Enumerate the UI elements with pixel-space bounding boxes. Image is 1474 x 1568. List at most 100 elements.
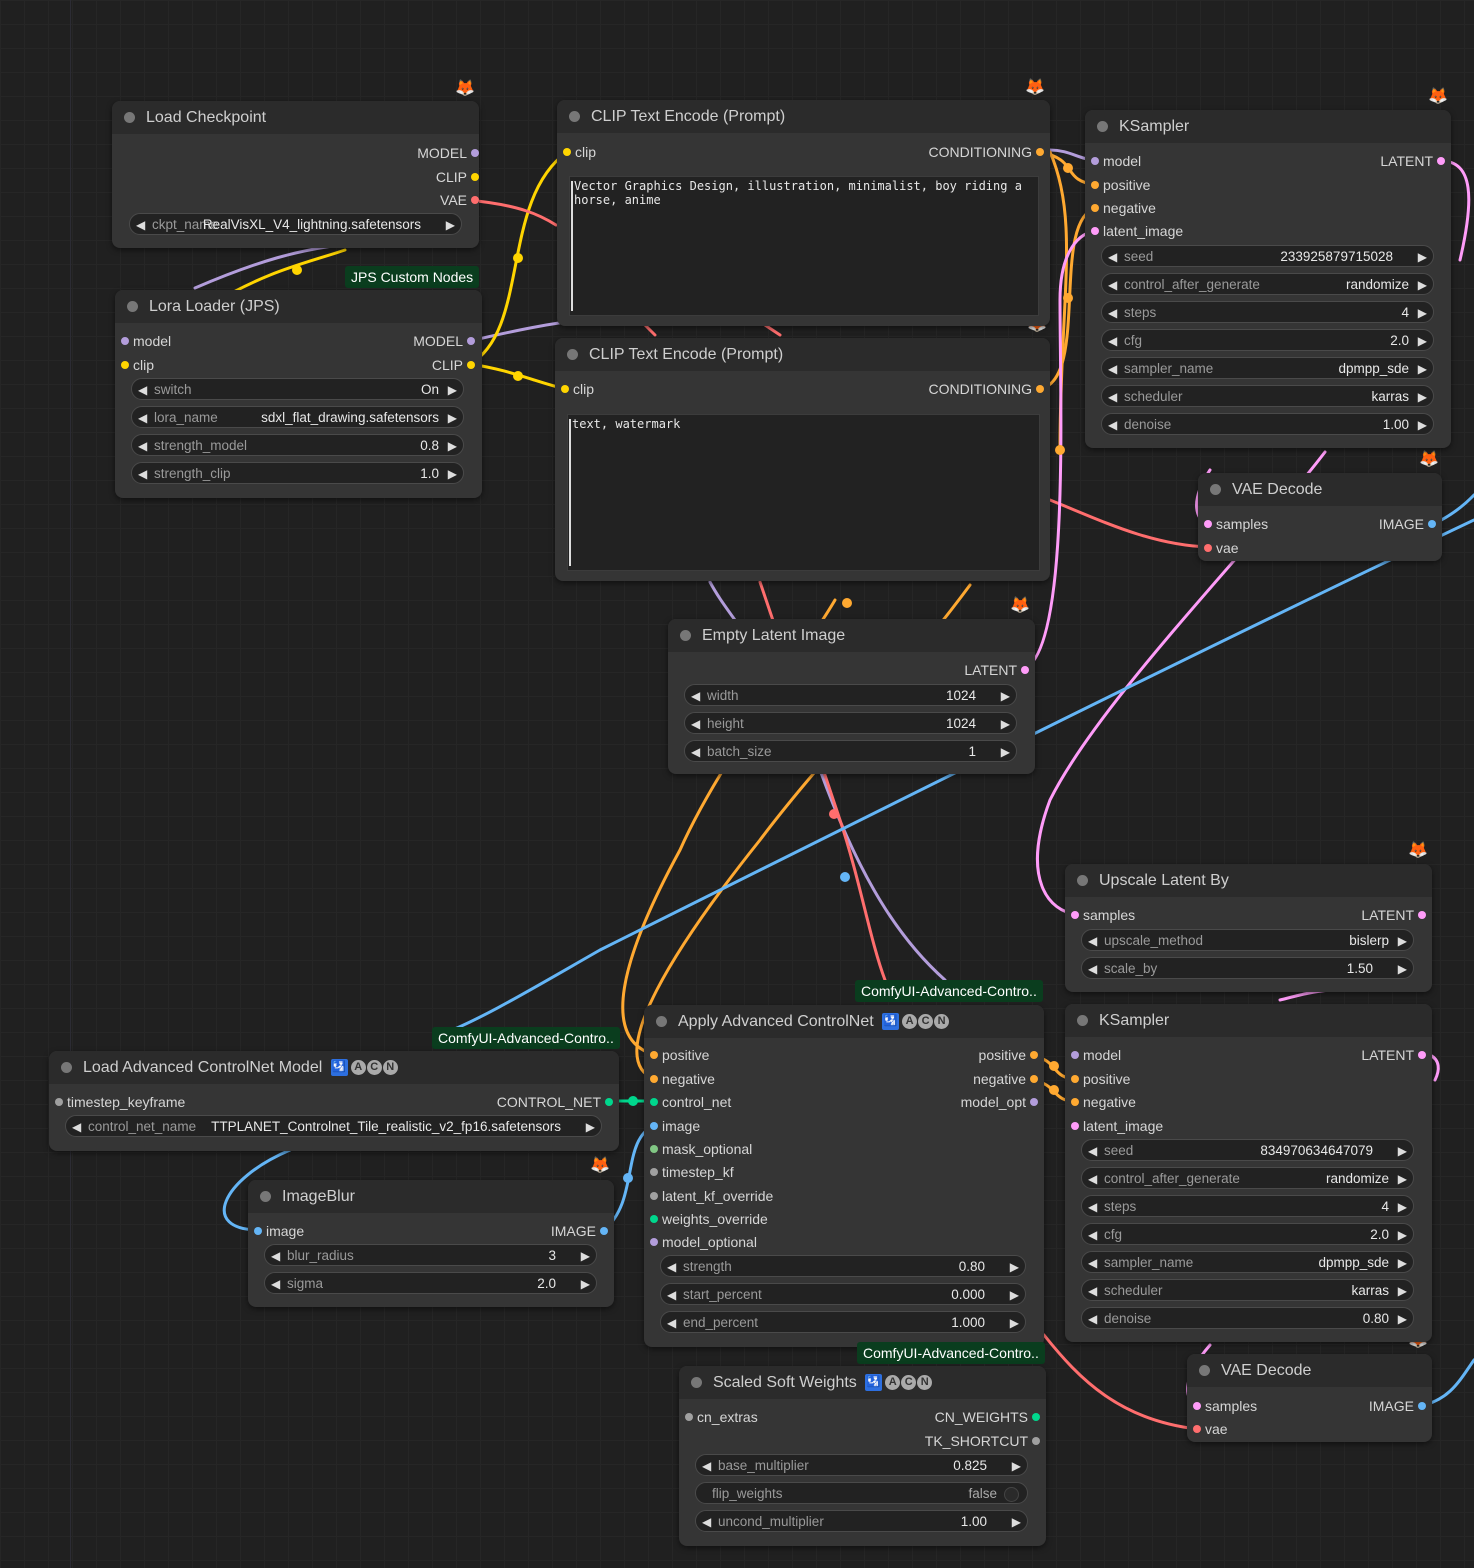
prompt-textarea[interactable]: Vector Graphics Design, illustration, mi… — [569, 176, 1039, 316]
output-conditioning[interactable]: CONDITIONING — [929, 381, 1044, 397]
input-cn-extras[interactable]: cn_extras — [685, 1409, 758, 1425]
output-latent[interactable]: LATENT — [964, 662, 1029, 678]
node-title[interactable]: CLIP Text Encode (Prompt) — [555, 338, 1050, 371]
node-clip-text-encode-negative[interactable]: CLIP Text Encode (Prompt) clip CONDITION… — [555, 338, 1050, 581]
input-negative[interactable]: negative — [1071, 1094, 1136, 1110]
input-positive[interactable]: positive — [1091, 177, 1150, 193]
output-control-net[interactable]: CONTROL_NET — [497, 1094, 613, 1110]
left-arrow-icon[interactable]: ◀ — [136, 218, 146, 232]
input-clip[interactable]: clip — [121, 357, 154, 373]
output-model[interactable]: MODEL — [413, 333, 475, 349]
input-weights-override[interactable]: weights_override — [650, 1211, 768, 1227]
output-latent[interactable]: LATENT — [1361, 1047, 1426, 1063]
output-latent[interactable]: LATENT — [1380, 153, 1445, 169]
node-title[interactable]: Empty Latent Image — [668, 619, 1035, 652]
node-title[interactable]: Load Checkpoint — [112, 101, 479, 134]
input-latent-kf-override[interactable]: latent_kf_override — [650, 1188, 773, 1204]
node-title[interactable]: KSampler — [1085, 110, 1451, 143]
output-image[interactable]: IMAGE — [551, 1223, 608, 1239]
right-arrow-icon[interactable]: ▶ — [445, 218, 455, 232]
output-conditioning[interactable]: CONDITIONING — [929, 144, 1044, 160]
output-positive[interactable]: positive — [979, 1047, 1038, 1063]
node-load-checkpoint[interactable]: Load Checkpoint MODEL CLIP VAE ◀ ckpt_na… — [112, 101, 479, 248]
output-model[interactable]: MODEL — [417, 145, 479, 161]
toggle-knob[interactable] — [1004, 1487, 1019, 1502]
input-mask-optional[interactable]: mask_optional — [650, 1141, 752, 1157]
input-image[interactable]: image — [650, 1118, 700, 1134]
input-samples[interactable]: samples — [1071, 907, 1135, 923]
node-upscale-latent-by[interactable]: Upscale Latent By samples LATENT ◀upscal… — [1065, 864, 1432, 992]
node-title[interactable]: VAE Decode — [1187, 1354, 1432, 1387]
output-cn-weights[interactable]: CN_WEIGHTS — [935, 1409, 1040, 1425]
node-lora-loader[interactable]: Lora Loader (JPS) model clip MODEL CLIP … — [115, 290, 482, 498]
node-ksampler-2[interactable]: KSampler model positive negative latent_… — [1065, 1004, 1432, 1342]
input-model[interactable]: model — [121, 333, 171, 349]
output-latent[interactable]: LATENT — [1361, 907, 1426, 923]
input-positive[interactable]: positive — [1071, 1071, 1130, 1087]
output-tk-shortcut[interactable]: TK_SHORTCUT — [925, 1433, 1040, 1449]
output-clip[interactable]: CLIP — [432, 357, 475, 373]
input-model[interactable]: model — [1071, 1047, 1121, 1063]
node-title[interactable]: Lora Loader (JPS) — [115, 290, 482, 323]
input-negative[interactable]: negative — [650, 1071, 715, 1087]
output-vae[interactable]: VAE — [440, 192, 479, 208]
input-negative[interactable]: negative — [1091, 200, 1156, 216]
input-samples[interactable]: samples — [1193, 1398, 1257, 1414]
output-model-opt[interactable]: model_opt — [961, 1094, 1038, 1110]
node-title[interactable]: VAE Decode — [1198, 473, 1442, 506]
input-timestep-kf[interactable]: timestep_kf — [650, 1164, 734, 1180]
input-clip[interactable]: clip — [563, 144, 596, 160]
node-clip-text-encode-positive[interactable]: CLIP Text Encode (Prompt) clip CONDITION… — [557, 100, 1050, 326]
prompt-textarea[interactable]: text, watermark — [567, 414, 1040, 571]
output-image[interactable]: IMAGE — [1379, 516, 1436, 532]
input-clip[interactable]: clip — [561, 381, 594, 397]
input-latent-image[interactable]: latent_image — [1091, 223, 1183, 239]
input-positive[interactable]: positive — [650, 1047, 709, 1063]
input-vae[interactable]: vae — [1204, 540, 1239, 556]
node-title[interactable]: CLIP Text Encode (Prompt) — [557, 100, 1050, 133]
input-model[interactable]: model — [1091, 153, 1141, 169]
node-title[interactable]: KSampler — [1065, 1004, 1432, 1037]
node-title[interactable]: ImageBlur — [248, 1180, 614, 1213]
input-latent-image[interactable]: latent_image — [1071, 1118, 1163, 1134]
node-title[interactable]: Upscale Latent By — [1065, 864, 1432, 897]
input-timestep-keyframe[interactable]: timestep_keyframe — [55, 1094, 185, 1110]
input-image[interactable]: image — [254, 1223, 304, 1239]
